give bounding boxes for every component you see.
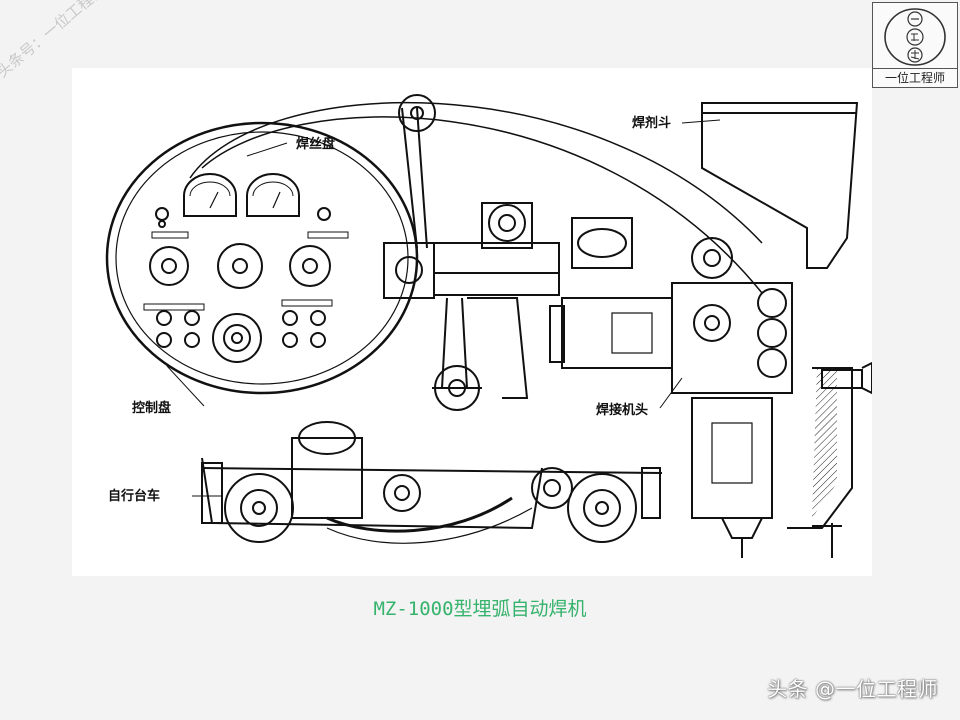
logo-text: 一位工程师 <box>873 68 957 87</box>
brand-logo: 一位工程师 <box>872 2 958 88</box>
footer-watermark: 头条 @一位工程师 <box>767 677 938 701</box>
welding-machine-diagram: 焊丝盘 控制盘 自行台车 焊剂斗 焊接机头 <box>105 94 873 558</box>
label-wire-reel: 焊丝盘 <box>296 136 335 152</box>
control-panel-body <box>105 121 419 395</box>
logo-emblem-icon <box>884 8 946 66</box>
label-carriage: 自行台车 <box>108 488 160 504</box>
label-flux-hopper: 焊剂斗 <box>632 115 671 131</box>
figure-caption: MZ-1000型埋弧自动焊机 <box>373 598 587 620</box>
diagram-panel: 焊丝盘 控制盘 自行台车 焊剂斗 焊接机头 <box>72 68 873 576</box>
label-welding-head: 焊接机头 <box>596 402 648 418</box>
label-control-panel: 控制盘 <box>132 400 171 416</box>
